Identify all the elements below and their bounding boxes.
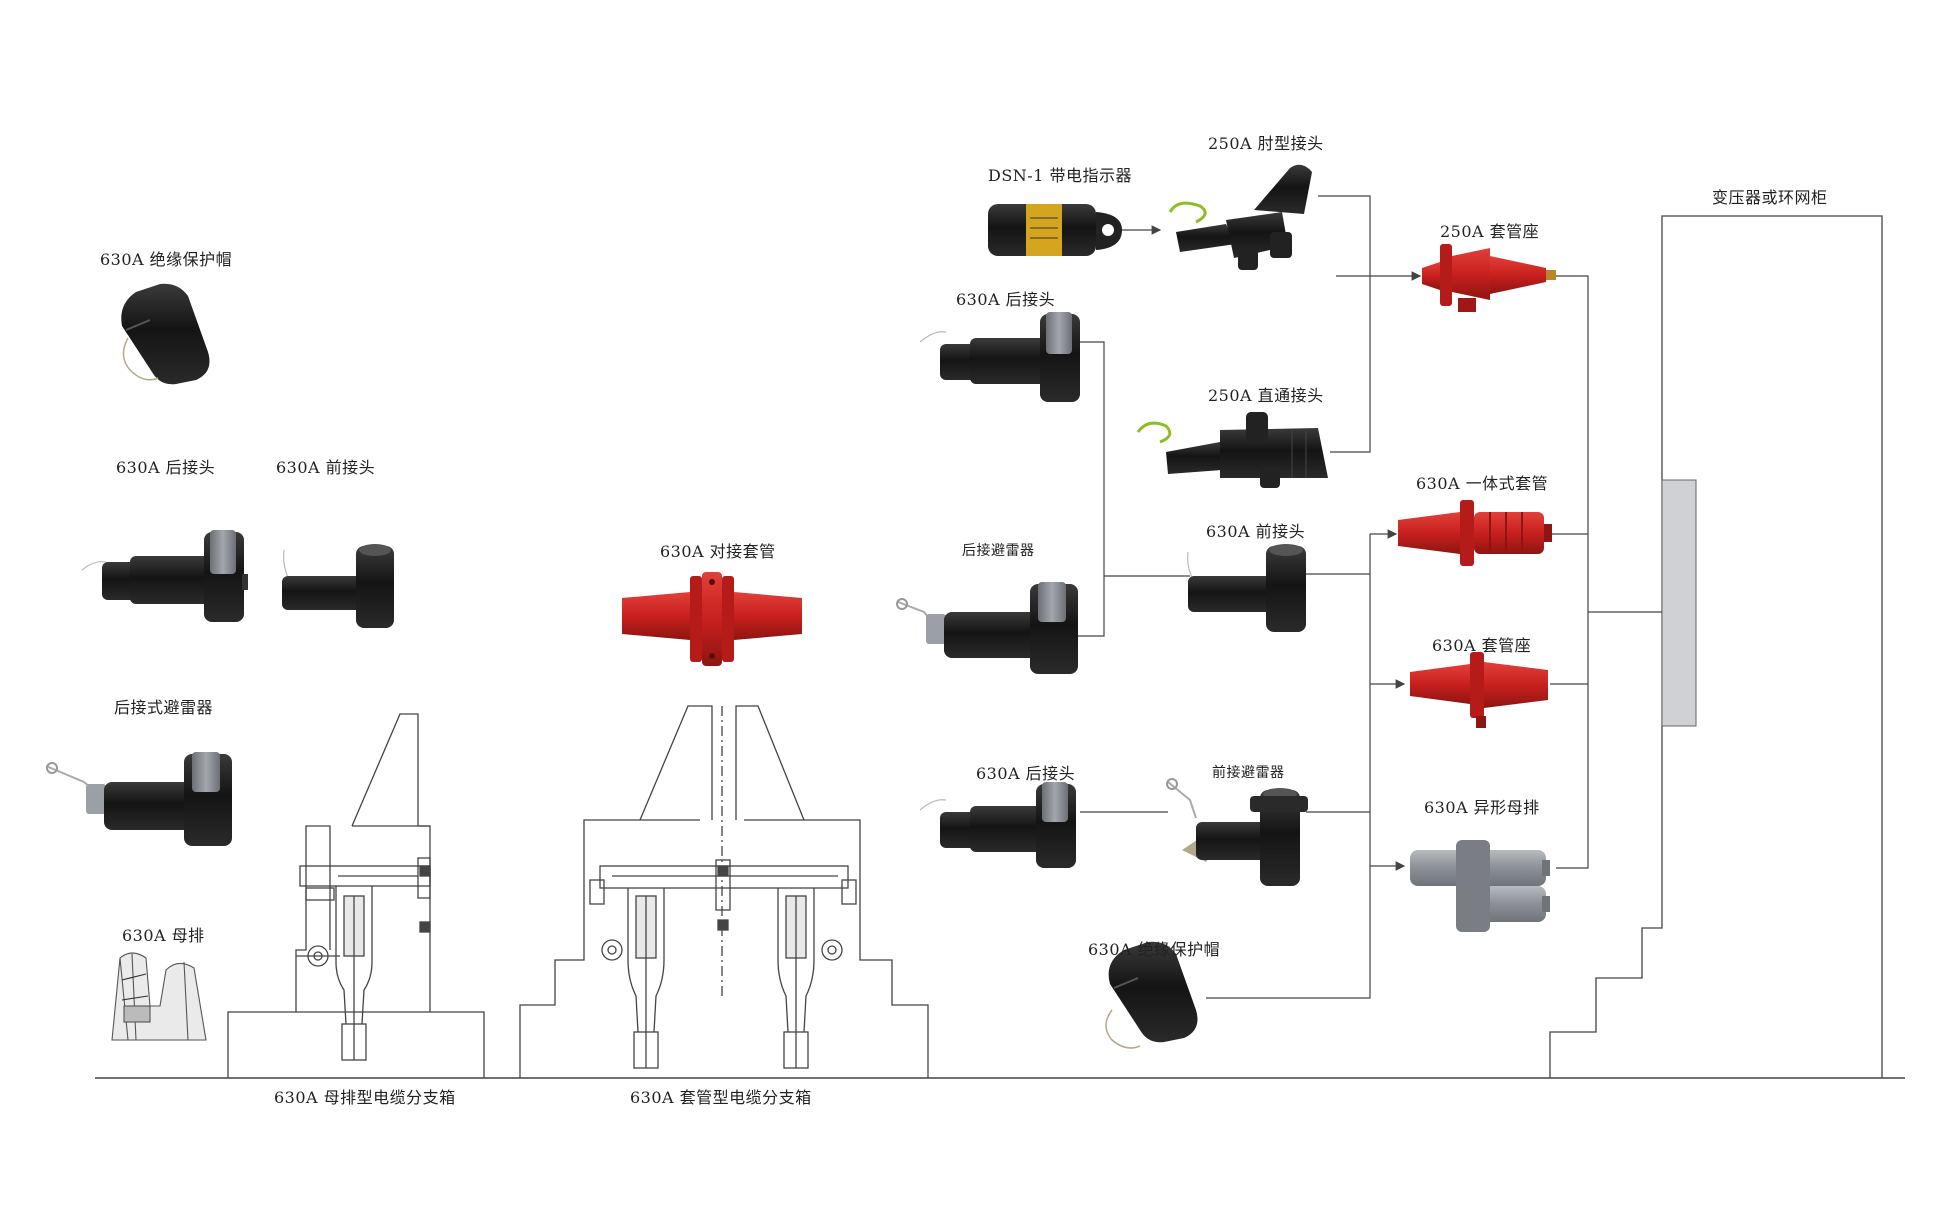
rear-joint-right-low bbox=[919, 782, 1076, 868]
label-rear-joint-low: 630A 后接头 bbox=[976, 764, 1076, 783]
rear-joint-left bbox=[81, 530, 248, 622]
label-transformer: 变压器或环网柜 bbox=[1712, 188, 1828, 207]
label-rear-arrester-left: 后接式避雷器 bbox=[114, 698, 214, 717]
label-cap-630-right: 630A 绝缘保护帽 bbox=[1088, 940, 1221, 959]
front-joint-right bbox=[1187, 544, 1306, 632]
label-rear-arrester-right: 后接避雷器 bbox=[962, 543, 1035, 559]
label-busbar-left: 630A 母排 bbox=[122, 926, 205, 945]
bushing-well-250 bbox=[1422, 244, 1556, 312]
straight-connector-250 bbox=[1136, 412, 1328, 488]
label-bushing-cabinet: 630A 套管型电缆分支箱 bbox=[630, 1088, 812, 1107]
connection-lines bbox=[1078, 195, 1662, 999]
insulating-cap-right bbox=[1105, 941, 1198, 1049]
busbar-left bbox=[111, 952, 207, 1041]
label-cap-630-left: 630A 绝缘保护帽 bbox=[100, 250, 233, 269]
label-straight-250: 250A 直通接头 bbox=[1208, 386, 1324, 405]
rear-arrester-right bbox=[896, 582, 1078, 674]
label-front-joint-left: 630A 前接头 bbox=[276, 458, 376, 477]
label-elbow-250: 250A 肘型接头 bbox=[1208, 134, 1324, 153]
rear-arrester-left bbox=[45, 752, 232, 846]
integral-bushing-630 bbox=[1398, 500, 1552, 566]
label-rear-joint-left: 630A 后接头 bbox=[116, 458, 216, 477]
label-rear-joint-top: 630A 后接头 bbox=[956, 290, 1056, 309]
label-docking-bushing: 630A 对接套管 bbox=[660, 542, 776, 561]
bushing-cabinet-drawing bbox=[519, 705, 929, 1078]
label-shaped-busbar: 630A 异形母排 bbox=[1424, 798, 1540, 817]
front-arrester bbox=[1166, 778, 1308, 886]
transformer-outline bbox=[1549, 215, 1883, 1078]
bushing-well-630 bbox=[1410, 652, 1548, 728]
label-bushing-well-630: 630A 套管座 bbox=[1432, 636, 1532, 655]
busbar-cabinet-drawing bbox=[227, 713, 485, 1078]
transformer-panel bbox=[1661, 479, 1697, 727]
label-busbar-cabinet: 630A 母排型电缆分支箱 bbox=[274, 1088, 456, 1107]
label-integral-bushing: 630A 一体式套管 bbox=[1416, 474, 1549, 493]
label-bushing-well-250: 250A 套管座 bbox=[1440, 222, 1540, 241]
rear-joint-right-top bbox=[919, 312, 1080, 402]
label-front-joint-right: 630A 前接头 bbox=[1206, 522, 1306, 541]
elbow-connector-250 bbox=[1168, 164, 1312, 270]
docking-bushing bbox=[622, 572, 802, 666]
live-indicator bbox=[988, 204, 1122, 256]
shaped-busbar-630 bbox=[1410, 840, 1550, 932]
label-front-arrester: 前接避雷器 bbox=[1212, 765, 1285, 781]
front-joint-left bbox=[282, 544, 394, 628]
label-dsn-indicator: DSN-1 带电指示器 bbox=[988, 166, 1132, 185]
insulating-cap-left bbox=[121, 283, 210, 385]
